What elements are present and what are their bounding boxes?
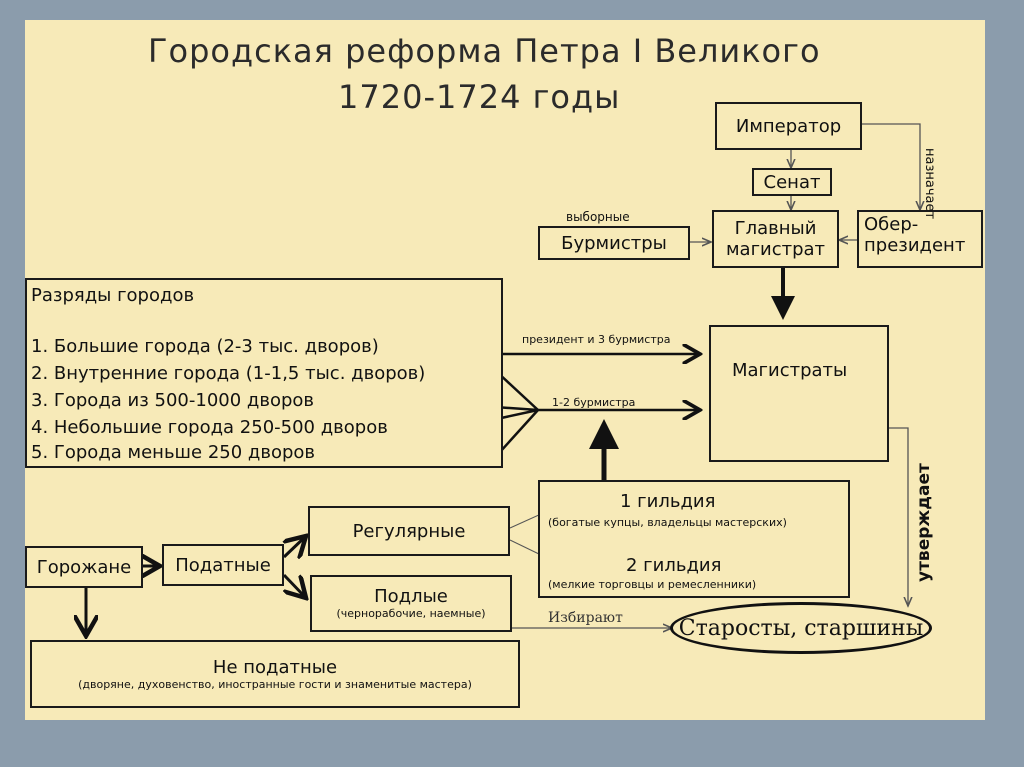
non-taxable-desc: (дворяне, духовенство, иностранные гости… xyxy=(78,677,472,691)
regular-label: Регулярные xyxy=(352,520,466,542)
rank2-line xyxy=(496,371,539,411)
appoints-label: назначает xyxy=(922,148,937,220)
guild2-title: 2 гильдия xyxy=(626,555,722,576)
regular-box: Регулярные xyxy=(308,506,510,556)
magistrates-box: Магистраты xyxy=(709,325,889,462)
burmistry-label: Бурмистры xyxy=(561,232,667,254)
ober-president-box: Обер- президент xyxy=(857,210,983,268)
approves-label: утверждает xyxy=(914,463,934,582)
one-two-burmistra-label: 1-2 бурмистра xyxy=(552,396,636,409)
city-rank-1: 1. Большие города (2-3 тыс. дворов) xyxy=(31,336,379,357)
ober-president-label-1: Обер- xyxy=(864,214,919,235)
city-ranks-box: Разряды городов 1. Большие города (2-3 т… xyxy=(25,278,503,468)
non-taxable-title: Не податные xyxy=(212,656,338,678)
elders-oval: Старосты, старшины xyxy=(670,602,932,654)
title-line-2: 1720-1724 годы xyxy=(338,78,621,116)
non-taxable-box: Не податные (дворяне, духовенство, иност… xyxy=(30,640,520,708)
taxable-regular-arrow xyxy=(284,536,306,557)
emperor-label: Император xyxy=(735,115,842,137)
townsfolk-label: Горожане xyxy=(36,556,132,578)
chief-magistrate-label-2: магистрат xyxy=(725,239,826,260)
low-desc: (чернорабочие, наемные) xyxy=(336,607,486,620)
townsfolk-box: Горожане xyxy=(25,546,143,588)
appoints-arrow xyxy=(862,123,920,210)
president-and-3-label: президент и 3 бурмистра xyxy=(522,333,671,346)
taxable-low-arrow xyxy=(284,573,306,598)
city-ranks-heading: Разряды городов xyxy=(31,285,195,306)
guild1-title: 1 гильдия xyxy=(620,491,716,512)
guilds-box: 1 гильдия (богатые купцы, владельцы маст… xyxy=(538,480,850,598)
city-rank-2: 2. Внутренние города (1-1,5 тыс. дворов) xyxy=(31,363,426,384)
senate-label: Сенат xyxy=(763,171,821,193)
chief-magistrate-label-1: Главный xyxy=(734,218,817,239)
taxable-box: Податные xyxy=(162,544,284,586)
title-line-1: Городская реформа Петра I Великого xyxy=(148,32,821,70)
elect-label: Избирают xyxy=(548,610,623,626)
senate-box: Сенат xyxy=(752,168,832,196)
city-rank-5: 5. Города меньше 250 дворов xyxy=(31,442,316,463)
emperor-box: Император xyxy=(715,102,862,150)
city-rank-4: 4. Небольшие города 250-500 дворов xyxy=(31,417,388,438)
guild2-desc: (мелкие торговцы и ремесленники) xyxy=(548,578,757,591)
taxable-label: Податные xyxy=(175,554,271,576)
burmistry-box: Бурмистры xyxy=(538,226,690,260)
magistrates-label: Магистраты xyxy=(732,360,848,381)
ober-president-label-2: президент xyxy=(864,235,966,256)
chief-magistrate-box: Главный магистрат xyxy=(712,210,839,268)
guild1-desc: (богатые купцы, владельцы мастерских) xyxy=(548,516,787,529)
low-box: Подлые (чернорабочие, наемные) xyxy=(310,575,512,632)
rank5-line xyxy=(499,409,539,453)
elders-label: Старосты, старшины xyxy=(678,615,924,641)
city-rank-3: 3. Города из 500-1000 дворов xyxy=(31,390,315,411)
elected-label: выборные xyxy=(566,210,630,224)
approves-arrow xyxy=(888,427,908,606)
low-title: Подлые xyxy=(374,586,448,607)
